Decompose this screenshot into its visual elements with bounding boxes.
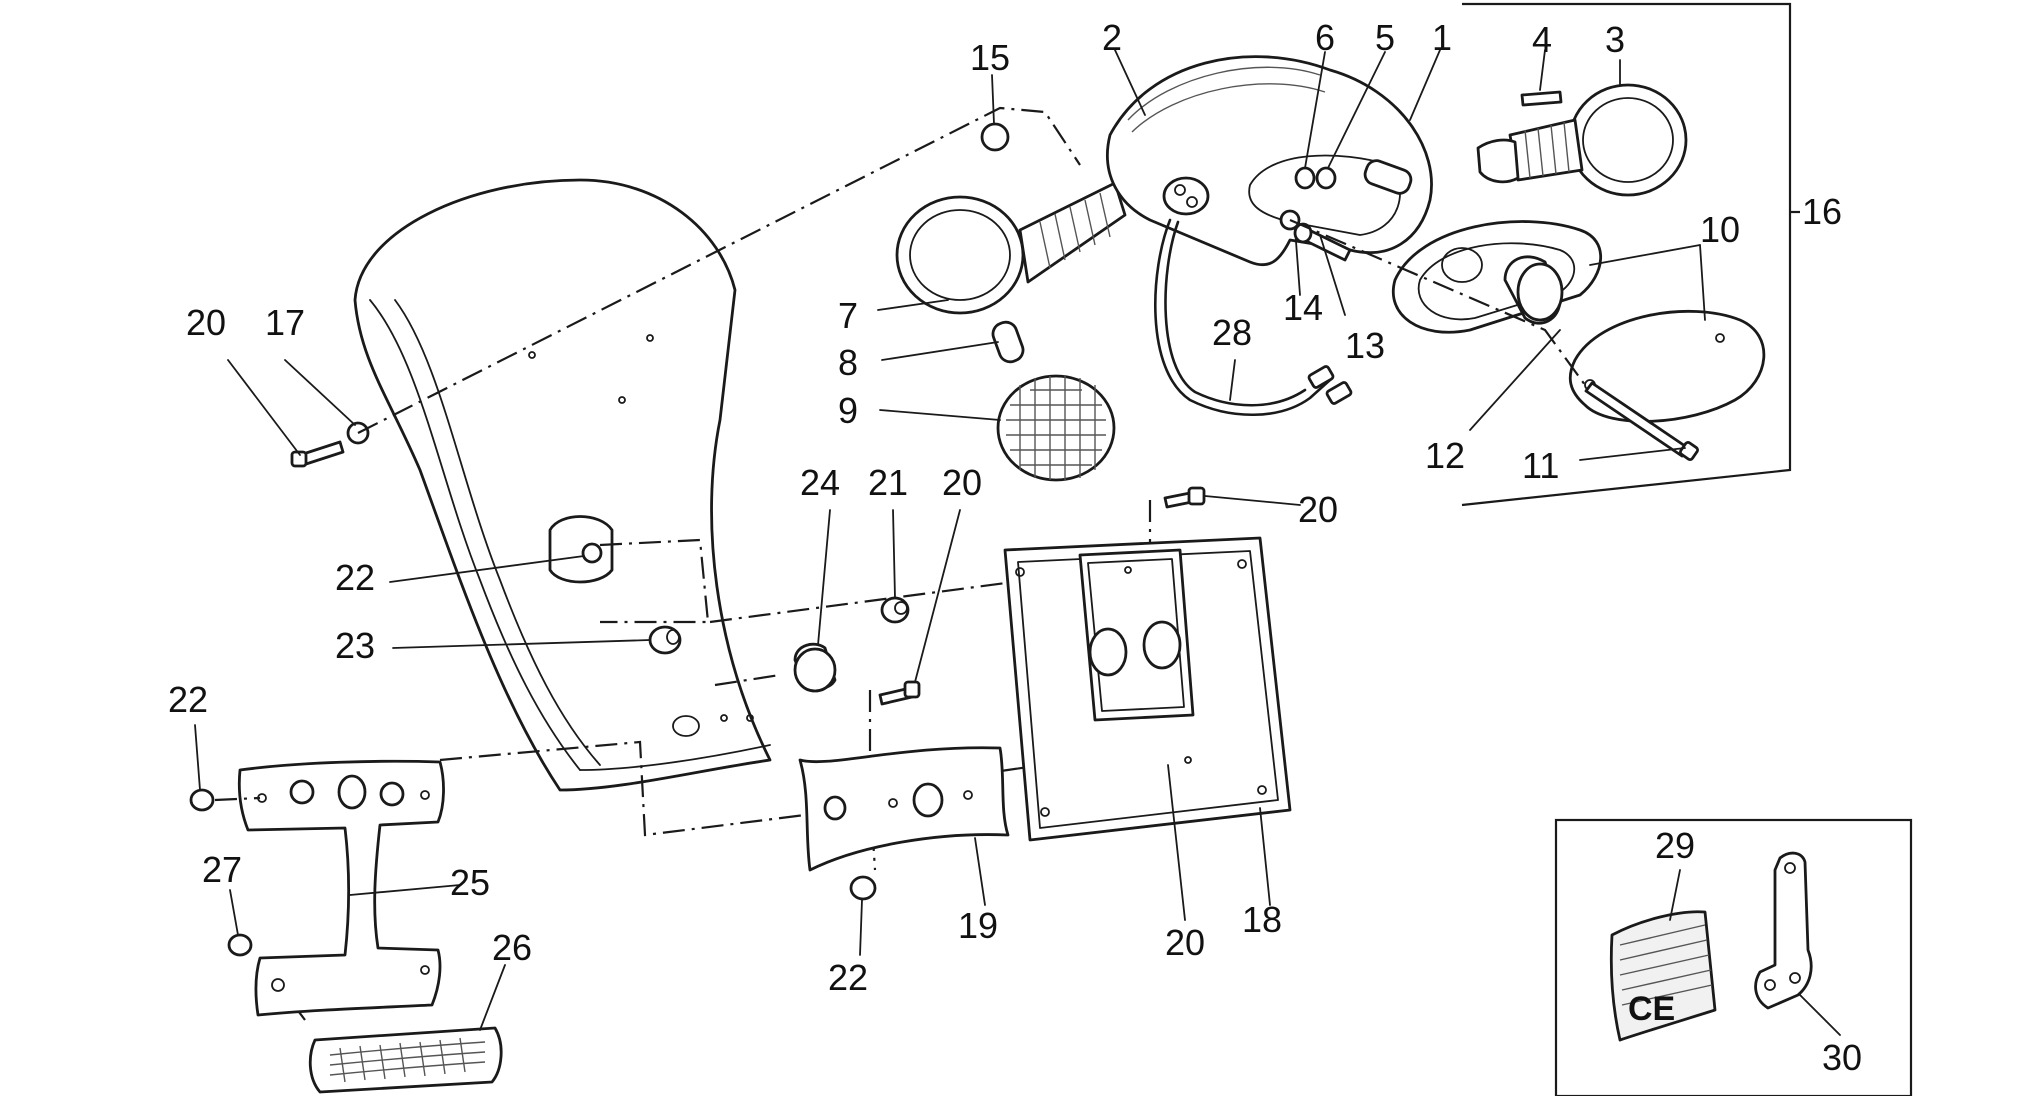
tail-light-housing bbox=[1106, 55, 1433, 267]
license-plate-holder bbox=[1003, 536, 1292, 842]
callout-20-plate-top: 20 bbox=[1298, 489, 1338, 530]
callout-14: 14 bbox=[1283, 287, 1323, 328]
leader-lines bbox=[194, 49, 1841, 1036]
assembly-line-lower-left bbox=[439, 740, 806, 837]
bushing-21 bbox=[880, 596, 910, 624]
callout-4: 4 bbox=[1532, 19, 1552, 60]
rear-reflector-26 bbox=[308, 1026, 503, 1094]
ce-reflector-29: CE bbox=[1609, 910, 1717, 1042]
spacer-24 bbox=[793, 642, 837, 693]
nut-27 bbox=[227, 933, 253, 957]
callout-8: 8 bbox=[838, 342, 858, 383]
long-screw-11 bbox=[1584, 381, 1699, 461]
callout-7: 7 bbox=[838, 295, 858, 336]
callout-5: 5 bbox=[1375, 17, 1395, 58]
assembly-line-tbracket bbox=[214, 796, 261, 802]
callout-20-upper-left: 20 bbox=[186, 302, 226, 343]
callout-9: 9 bbox=[838, 390, 858, 431]
callout-20-plate-bottom: 20 bbox=[1165, 922, 1205, 963]
callout-22-left: 22 bbox=[168, 679, 208, 720]
nut-22-left bbox=[189, 788, 215, 812]
rear-fender bbox=[353, 178, 772, 792]
callout-30: 30 bbox=[1822, 1037, 1862, 1078]
nut-small bbox=[1294, 166, 1316, 190]
callout-17: 17 bbox=[265, 302, 305, 343]
t-bracket-25 bbox=[237, 759, 445, 1017]
turn-signal-right bbox=[1476, 83, 1688, 197]
optional-parts-inset bbox=[1554, 818, 1913, 1096]
wiring-harness bbox=[1154, 218, 1353, 417]
callout-28: 28 bbox=[1212, 312, 1252, 353]
ce-mark-text: CE bbox=[1628, 990, 1675, 1028]
callout-22-pad: 22 bbox=[335, 557, 375, 598]
screw-4 bbox=[1520, 90, 1563, 107]
callout-21: 21 bbox=[868, 462, 908, 503]
signal-lens bbox=[996, 374, 1116, 482]
callout-25: 25 bbox=[450, 862, 490, 903]
rubber-pad bbox=[548, 515, 614, 584]
assembly-line-upper bbox=[357, 106, 1081, 434]
callout-24: 24 bbox=[800, 462, 840, 503]
tail-lens-cover bbox=[1568, 309, 1766, 423]
callout-1: 1 bbox=[1432, 17, 1452, 58]
callout-13: 13 bbox=[1345, 325, 1385, 366]
bulb-small bbox=[991, 320, 1025, 364]
callout-29: 29 bbox=[1655, 825, 1695, 866]
mounting-bracket-19 bbox=[798, 746, 1010, 872]
tail-lamp-base bbox=[1392, 220, 1603, 334]
callout-15: 15 bbox=[970, 37, 1010, 78]
tail-bulb bbox=[1503, 255, 1564, 325]
callout-3: 3 bbox=[1605, 19, 1625, 60]
callout-numbers: 1 2 3 4 5 6 15 16 10 20 17 7 14 13 28 8 … bbox=[168, 17, 1862, 1078]
callout-20-mid: 20 bbox=[942, 462, 982, 503]
bushing-23 bbox=[648, 625, 682, 655]
callout-11: 11 bbox=[1522, 445, 1559, 486]
screw-20-upper-left bbox=[290, 440, 345, 468]
callout-22-lower: 22 bbox=[828, 957, 868, 998]
screw-20-mid bbox=[878, 680, 921, 706]
reflector-bracket-30 bbox=[1754, 851, 1813, 1010]
callout-23: 23 bbox=[335, 625, 375, 666]
callout-2: 2 bbox=[1102, 17, 1122, 58]
assembly-line-lens bbox=[1289, 218, 1586, 386]
kit-bracket bbox=[1461, 2, 1792, 507]
callout-12: 12 bbox=[1425, 435, 1465, 476]
screw-20-top-plate bbox=[1163, 486, 1206, 509]
callout-27: 27 bbox=[202, 849, 242, 890]
callout-26: 26 bbox=[492, 927, 532, 968]
callout-16: 16 bbox=[1802, 191, 1842, 232]
callout-18: 18 bbox=[1242, 899, 1282, 940]
callout-19: 19 bbox=[958, 905, 998, 946]
nut-15 bbox=[980, 122, 1010, 152]
washer-small bbox=[1315, 166, 1337, 190]
turn-signal-left bbox=[895, 181, 1127, 315]
assembly-line-mid bbox=[599, 538, 710, 624]
callout-6: 6 bbox=[1315, 17, 1335, 58]
callout-10: 10 bbox=[1700, 209, 1740, 250]
nut-22-lower bbox=[849, 875, 877, 901]
